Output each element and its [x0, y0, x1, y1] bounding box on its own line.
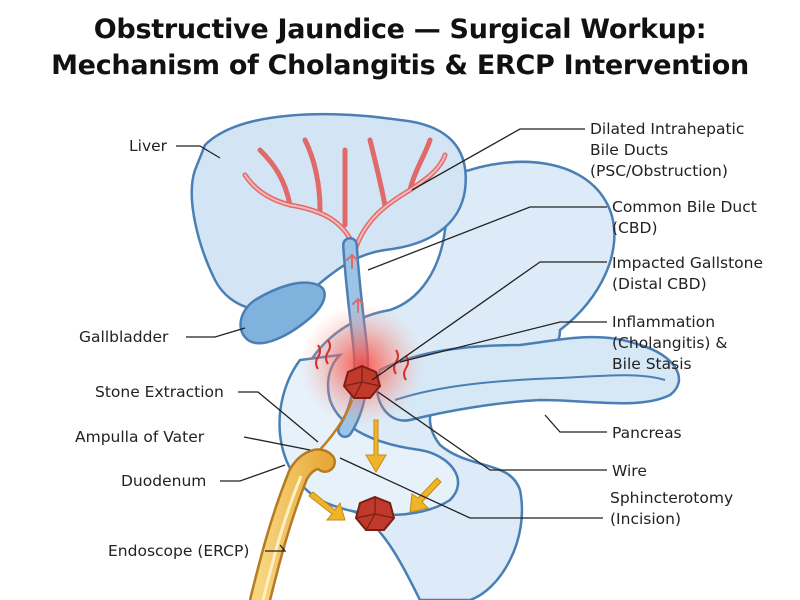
leader-lines — [176, 128, 607, 552]
label-gallstone: Impacted Gallstone (Distal CBD) — [612, 254, 768, 293]
label-liver: Liver — [129, 137, 168, 155]
impacted-gallstone — [342, 364, 382, 399]
label-sphincterotomy: Sphincterotomy (Incision) — [610, 489, 738, 528]
extraction-arrows — [308, 419, 442, 521]
label-pancreas: Pancreas — [612, 424, 682, 442]
label-ampulla: Ampulla of Vater — [75, 428, 205, 446]
label-endoscope: Endoscope (ERCP) — [108, 542, 249, 560]
pancreatic-duct — [394, 374, 666, 401]
label-dilated-ducts: Dilated Intrahepatic Bile Ducts (PSC/Obs… — [590, 120, 749, 180]
title-line-2: Mechanism of Cholangitis & ERCP Interven… — [51, 50, 749, 81]
gallbladder-shape — [239, 281, 326, 345]
label-cbd: Common Bile Duct (CBD) — [612, 198, 762, 237]
title-line-1: Obstructive Jaundice — Surgical Workup: — [93, 14, 707, 45]
liver-shape — [190, 113, 467, 312]
label-stone-extraction: Stone Extraction — [95, 383, 224, 401]
label-duodenum: Duodenum — [121, 472, 206, 490]
extracted-stone — [354, 495, 396, 531]
label-wire: Wire — [612, 462, 647, 480]
label-inflammation: Inflammation (Cholangitis) & Bile Stasis — [612, 313, 732, 373]
label-gallbladder: Gallbladder — [79, 328, 169, 346]
